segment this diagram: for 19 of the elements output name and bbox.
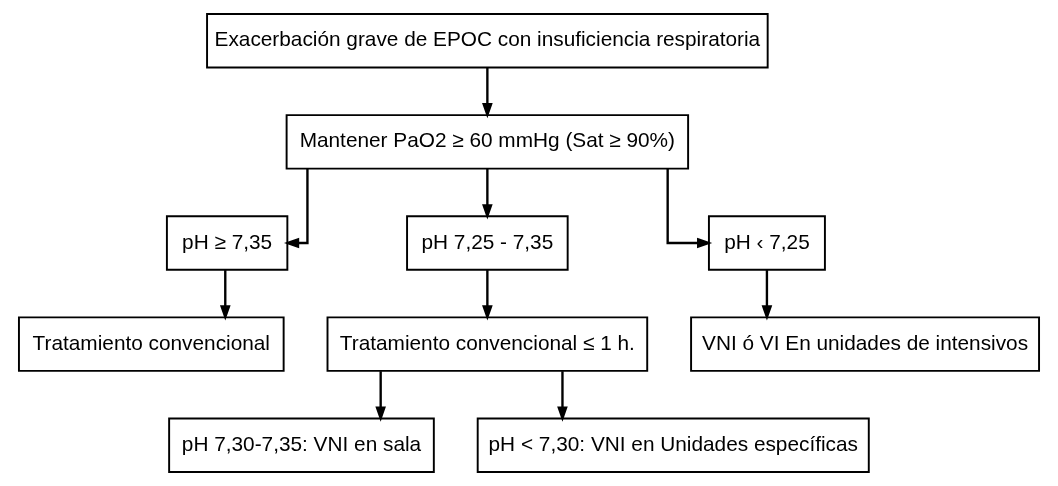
arrow — [283, 169, 309, 249]
node-box: Tratamiento convencional ≤ 1 h. — [326, 316, 649, 372]
node-box: pH ≥ 7,35 — [165, 215, 289, 271]
arrow — [482, 169, 493, 220]
node-box: Tratamiento convencional — [18, 316, 285, 372]
node-box: VNI ó VI En unidades de intensivos — [690, 316, 1040, 372]
node-box: pH ‹ 7,25 — [707, 215, 826, 271]
arrow — [219, 270, 231, 321]
node-box: Exacerbación grave de EPOC con insuficiencia respiratoria — [206, 13, 769, 69]
arrow — [666, 169, 713, 249]
arrow — [482, 67, 493, 119]
arrow — [761, 270, 773, 321]
node-box: pH 7,25 - 7,35 — [406, 215, 569, 271]
node-box: Mantener PaO2 ≥ 60 mmHg (Sat ≥ 90%) — [285, 114, 690, 170]
arrow — [482, 270, 493, 321]
arrow — [375, 371, 386, 422]
node-box: pH < 7,30: VNI en Unidades específicas — [476, 417, 870, 473]
node-box: pH 7,30-7,35: VNI en sala — [168, 417, 435, 473]
arrow — [557, 371, 568, 422]
